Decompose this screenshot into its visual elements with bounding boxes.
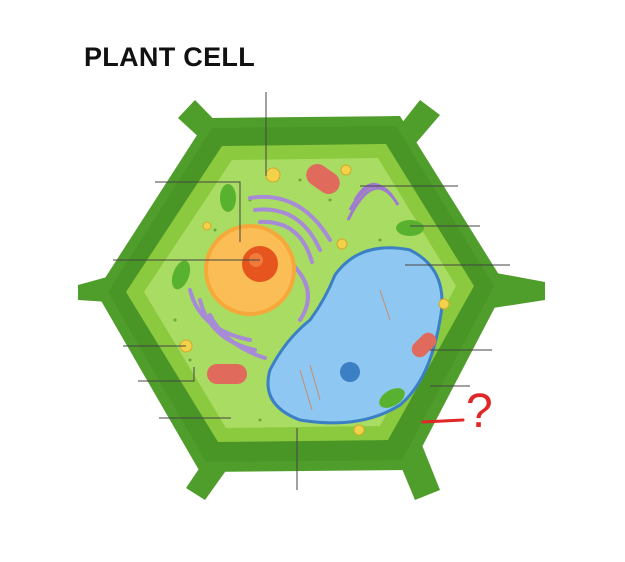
mitochondrion-icon [207, 163, 437, 384]
annotation-dash [421, 418, 465, 424]
endoplasmic-reticulum-icon [188, 195, 332, 360]
nucleolus-icon [242, 246, 278, 282]
vacuole-icon [266, 246, 444, 425]
leader-line-nucleus [155, 181, 241, 242]
question-mark-annotation: ? [466, 385, 493, 438]
diagram-title: PLANT CELL [84, 42, 255, 72]
golgi-apparatus-icon [346, 182, 400, 221]
label-leader-lines [113, 92, 510, 490]
leader-line-mitochondrion-left [138, 367, 195, 382]
chloroplast-icon [171, 184, 424, 408]
